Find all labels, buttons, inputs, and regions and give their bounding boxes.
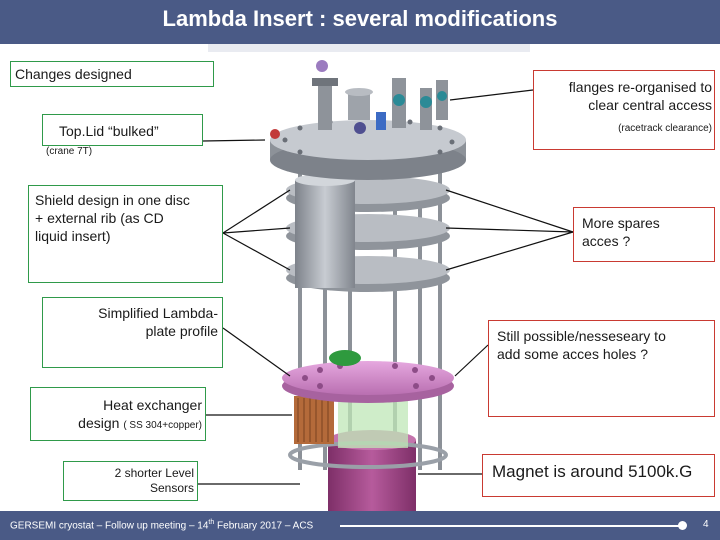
level-line-1: 2 shorter Level <box>114 466 194 480</box>
shield-line-2: + external rib (as CD <box>35 210 164 226</box>
heat-exchanger-box: Heat exchanger design ( SS 304+copper) <box>30 387 206 441</box>
footer-dot <box>678 521 687 530</box>
flanges-line-2: clear central access <box>588 97 712 113</box>
shield-box: Shield design in one disc + external rib… <box>28 185 223 283</box>
spares-line-1: More spares <box>582 215 660 231</box>
shield-line-3: liquid insert) <box>35 228 111 244</box>
lambda-line-1: Simplified Lambda- <box>98 305 218 321</box>
changes-designed-label: Changes designed <box>15 66 132 82</box>
toplid-label: Top.Lid “bulked” <box>59 123 159 139</box>
header-bar: Lambda Insert : several modifications <box>0 0 720 44</box>
heat-material: ( SS 304+copper) <box>123 420 202 431</box>
green-volume <box>338 400 408 448</box>
top-flanges <box>270 60 448 139</box>
heat-line-2: design <box>78 415 120 431</box>
magnet-box: Magnet is around 5100k.G <box>482 454 715 497</box>
flanges-box: flanges re-organised to clear central ac… <box>533 70 715 150</box>
spares-line-2: acces ? <box>582 233 631 249</box>
footer-sup: th <box>208 519 215 526</box>
footer-line <box>340 525 683 527</box>
holes-line-2: add some acces holes ? <box>497 346 648 362</box>
holes-line-1: Still possible/nesseseary to <box>497 328 666 344</box>
header-tab <box>208 44 530 52</box>
racetrack-label: (racetrack clearance) <box>618 123 712 134</box>
page-number: 4 <box>703 519 709 530</box>
toplid-box: Top.Lid “bulked” <box>42 114 203 146</box>
shield-line-1: Shield design in one disc <box>35 192 190 208</box>
pointer-arrows <box>198 89 574 485</box>
crane-label: (crane 7T) <box>46 146 93 157</box>
changes-designed-box: Changes designed <box>10 61 214 87</box>
heat-line-1: Heat exchanger <box>103 397 202 413</box>
footer-bar: GERSEMI cryostat – Follow up meeting – 1… <box>0 511 720 540</box>
level-sensors-box: 2 shorter Level Sensors <box>63 461 198 501</box>
lambda-line-2: plate profile <box>145 323 218 339</box>
heat-exchanger <box>294 396 334 444</box>
page-title: Lambda Insert : several modifications <box>162 6 558 31</box>
central-cylinder <box>295 180 355 288</box>
access-holes-box: Still possible/nesseseary to add some ac… <box>488 320 715 417</box>
spares-box: More spares acces ? <box>573 207 715 262</box>
footer-rest: February 2017 – ACS <box>214 520 314 532</box>
footer-meeting: GERSEMI cryostat – Follow up meeting – 1… <box>10 520 209 532</box>
level-line-2: Sensors <box>149 481 194 495</box>
lambda-plate <box>282 350 454 403</box>
top-lid <box>270 119 466 180</box>
lambda-plate-box: Simplified Lambda- plate profile <box>42 297 223 368</box>
flanges-line-1: flanges re-organised to <box>568 79 712 95</box>
magnet-label: Magnet is around 5100k.G <box>492 462 693 481</box>
